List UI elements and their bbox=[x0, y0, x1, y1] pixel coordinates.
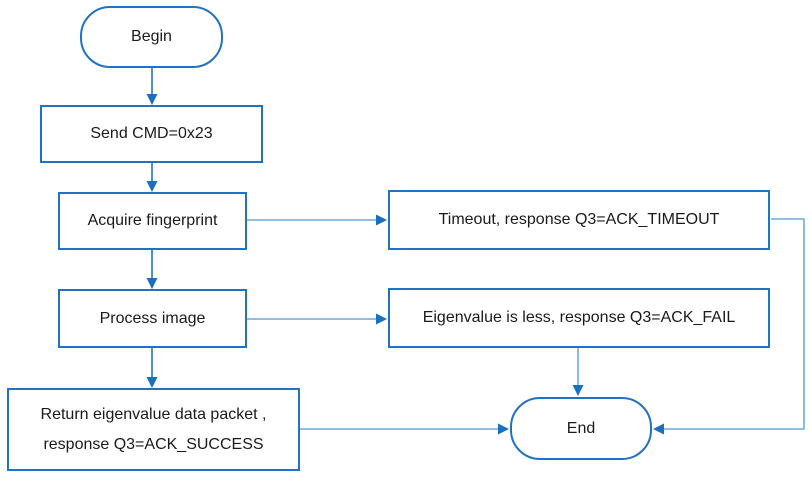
edge-send-cmd-acquire bbox=[146, 163, 158, 192]
node-process-image-label: Process image bbox=[99, 309, 206, 327]
edge-begin-send-cmd bbox=[146, 68, 158, 105]
node-end: End bbox=[510, 397, 652, 460]
edge-process-image-success bbox=[146, 348, 158, 388]
node-ack-success-line1: Return eigenvalue data packet , bbox=[40, 405, 267, 423]
node-send-cmd-label: Send CMD=0x23 bbox=[90, 125, 213, 142]
node-ack-fail-response-label: Eigenvalue is less, response Q3=ACK_FAIL bbox=[422, 309, 736, 326]
edge-timeout-end bbox=[653, 218, 805, 435]
node-send-cmd: Send CMD=0x23 bbox=[40, 105, 263, 163]
node-process-image: Process image bbox=[58, 289, 247, 348]
edge-fail-end bbox=[572, 348, 584, 396]
node-acquire-fingerprint: Acquire fingerprint bbox=[58, 192, 247, 250]
edge-acquire-process-image bbox=[146, 250, 158, 289]
node-ack-success-response: Return eigenvalue data packet , response… bbox=[7, 388, 300, 471]
node-timeout-response: Timeout, response Q3=ACK_TIMEOUT bbox=[388, 190, 770, 250]
node-begin: Begin bbox=[80, 6, 223, 68]
node-ack-fail-response: Eigenvalue is less, response Q3=ACK_FAIL bbox=[388, 288, 770, 348]
node-ack-success-line2: response Q3=ACK_SUCCESS bbox=[43, 435, 264, 453]
edge-acquire-timeout bbox=[247, 214, 387, 226]
node-begin-label: Begin bbox=[131, 28, 172, 45]
edge-success-end bbox=[300, 423, 509, 435]
edge-process-image-fail bbox=[247, 313, 387, 325]
node-acquire-fingerprint-label: Acquire fingerprint bbox=[87, 212, 218, 229]
node-end-label: End bbox=[566, 419, 596, 437]
node-timeout-response-label: Timeout, response Q3=ACK_TIMEOUT bbox=[438, 211, 720, 228]
